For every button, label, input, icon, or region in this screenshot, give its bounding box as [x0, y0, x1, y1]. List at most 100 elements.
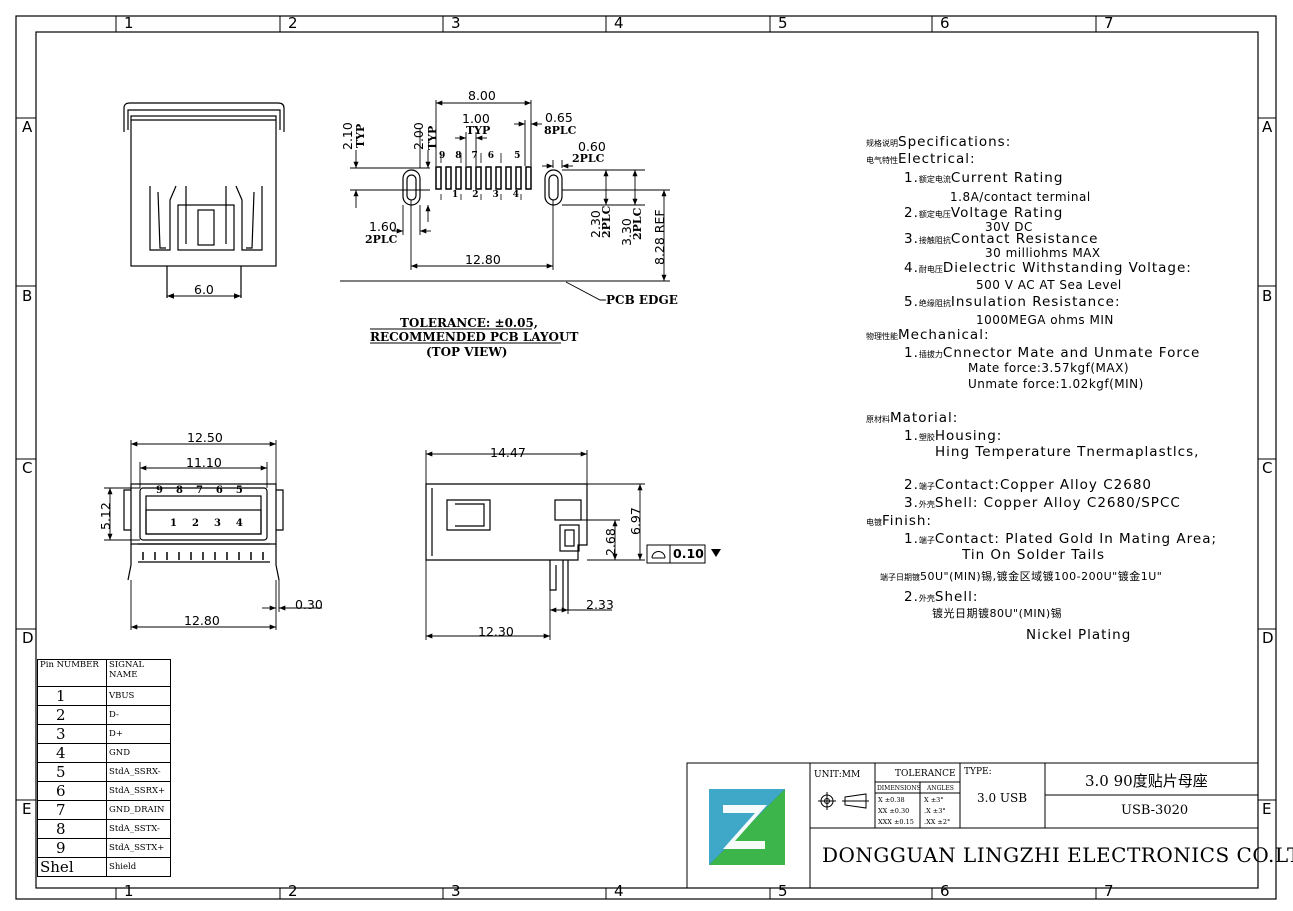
zone-row-a-right: A [1262, 118, 1273, 136]
dim-0-60: 0.60 [578, 139, 606, 154]
spec-item-5-value: 1000MEGA ohms MIN [976, 313, 1114, 327]
dim-14-47: 14.47 [490, 445, 526, 460]
tol-row-2-dim: XX ±0.30 [878, 807, 910, 815]
zone-row-e-right: E [1262, 800, 1272, 818]
signal-name: D+ [106, 724, 171, 744]
spec-item-1-num: 1. [904, 170, 919, 186]
spec-mechanical-cn: 物理性能 [866, 332, 898, 341]
flatness-arrow [711, 549, 721, 557]
signal-name: StdA_SSRX+ [106, 781, 171, 801]
spec-housing: 1.塑胶Housing: [904, 428, 1002, 444]
dim-0-65: 0.65 [545, 110, 573, 125]
spec-finish: 电镀Finish: [866, 513, 932, 529]
pcb-pin-9: 9 [439, 151, 446, 161]
spec-shell-cn: 外壳 [918, 500, 935, 509]
zone-col-4-bottom: 4 [614, 882, 624, 900]
tolerance-label: TOLERANCE [895, 769, 956, 779]
front-pin-2: 2 [191, 518, 199, 529]
zone-col-3-top: 3 [451, 14, 461, 32]
pcb-pads [435, 166, 532, 190]
dim-2-10: 2.10 [340, 122, 355, 150]
dim-typ-vert: TYP [426, 125, 439, 150]
dim-12-50: 12.50 [187, 430, 223, 445]
dim-2-33: 2.33 [586, 597, 614, 612]
spec-finish-1c-en: 50U"(MIN)锡,镀金区域镀100-200U"镀金1U" [920, 570, 1163, 583]
tol-row-3-ang: .XX ±2° [924, 818, 951, 826]
spec-contact-cn: 端子 [918, 482, 935, 491]
spec-material-en: Matorial: [890, 410, 959, 426]
spec-finish-en: Finish: [882, 513, 932, 529]
spec-item-2-label: Voltage Rating [950, 205, 1064, 221]
signal-name: StdA_SSTX+ [106, 838, 171, 858]
spec-finish-1-cn: 端子 [918, 536, 935, 545]
pin-number: 4 [37, 743, 107, 763]
dim-8-00: 8.00 [468, 88, 496, 103]
front-pin-1: 1 [170, 518, 177, 529]
pin-number: 5 [37, 762, 107, 782]
pin-number: 1 [37, 686, 107, 706]
dim-typ-vert-left: TYP [354, 123, 367, 148]
spec-nickel: Nickel Plating [1026, 627, 1132, 643]
spec-item-4-value: 500 V AC AT Sea Level [976, 278, 1122, 292]
zone-col-6-top: 6 [940, 14, 950, 32]
company-logo-icon [709, 789, 785, 865]
spec-finish-2-num: 2. [904, 589, 919, 605]
spec-shell-num: 3. [904, 495, 919, 511]
type-value: 3.0 USB [977, 791, 1028, 805]
spec-item-4-cn: 耐电压 [918, 265, 943, 274]
spec-item-5-cn: 绝缘阻抗 [918, 299, 951, 308]
spec-title-en: Specifications: [898, 134, 1012, 150]
front-view-detail [123, 483, 284, 581]
dim-2plc-left: 2PLC [365, 233, 398, 246]
spec-item-1: 1.额定电流Current Rating [904, 170, 1063, 186]
spec-item-3-label: Contact Resistance [950, 231, 1099, 247]
spec-item-2: 2.额定电压Voltage Rating [904, 205, 1063, 221]
zone-row-c-right: C [1262, 459, 1273, 477]
dim-2plc-v2: 2PLC [631, 207, 644, 240]
zone-row-d-left: D [22, 629, 34, 647]
spec-mech-1-cn: 插拔力 [918, 350, 943, 359]
spec-material: 原材料Matorial: [866, 410, 958, 426]
dim-12-80-front: 12.80 [184, 613, 220, 628]
projection-symbol [818, 792, 869, 810]
pin-number: 8 [37, 819, 107, 839]
zone-col-6-bottom: 6 [940, 882, 950, 900]
zone-col-5-top: 5 [778, 14, 788, 32]
zone-row-a-left: A [22, 118, 33, 136]
spec-finish-2b: 镀光日期镀80U"(MIN)锡 [932, 607, 1063, 620]
zone-row-b-left: B [22, 287, 33, 305]
dim-0-30: 0.30 [295, 597, 323, 612]
pin-number: 2 [37, 705, 107, 725]
dim-2plc-v1: 2PLC [600, 205, 613, 238]
spec-finish-1: 1.端子Contact: Plated Gold In Mating Area; [904, 531, 1217, 547]
unit-label: UNIT:MM [814, 770, 861, 780]
dim-6-97: 6.97 [628, 507, 643, 535]
spec-item-3-cn: 接触阻抗 [918, 236, 951, 245]
spec-item-2-cn: 额定电压 [918, 210, 951, 219]
zone-col-1-bottom: 1 [124, 882, 134, 900]
type-label: TYPE: [964, 767, 992, 777]
signal-name: StdA_SSRX- [106, 762, 171, 782]
signal-name: StdA_SSTX- [106, 819, 171, 839]
spec-contact-num: 2. [904, 477, 919, 493]
dimensions-label: DIMENSIONS [877, 785, 921, 792]
zone-col-4-top: 4 [614, 14, 624, 32]
spec-item-4-label: Dielectric Withstanding Voltage: [942, 260, 1192, 276]
spec-finish-1c-cn: 端子日期镀 [880, 573, 920, 582]
spec-mate: Mate force:3.57kgf(MAX) [968, 361, 1130, 375]
front-pin-3: 3 [213, 518, 221, 529]
dim-8-28-ref: 8.28 REF [652, 209, 667, 265]
pcb-pin-7: 7 [471, 151, 478, 161]
front-pin-6: 6 [215, 485, 223, 496]
